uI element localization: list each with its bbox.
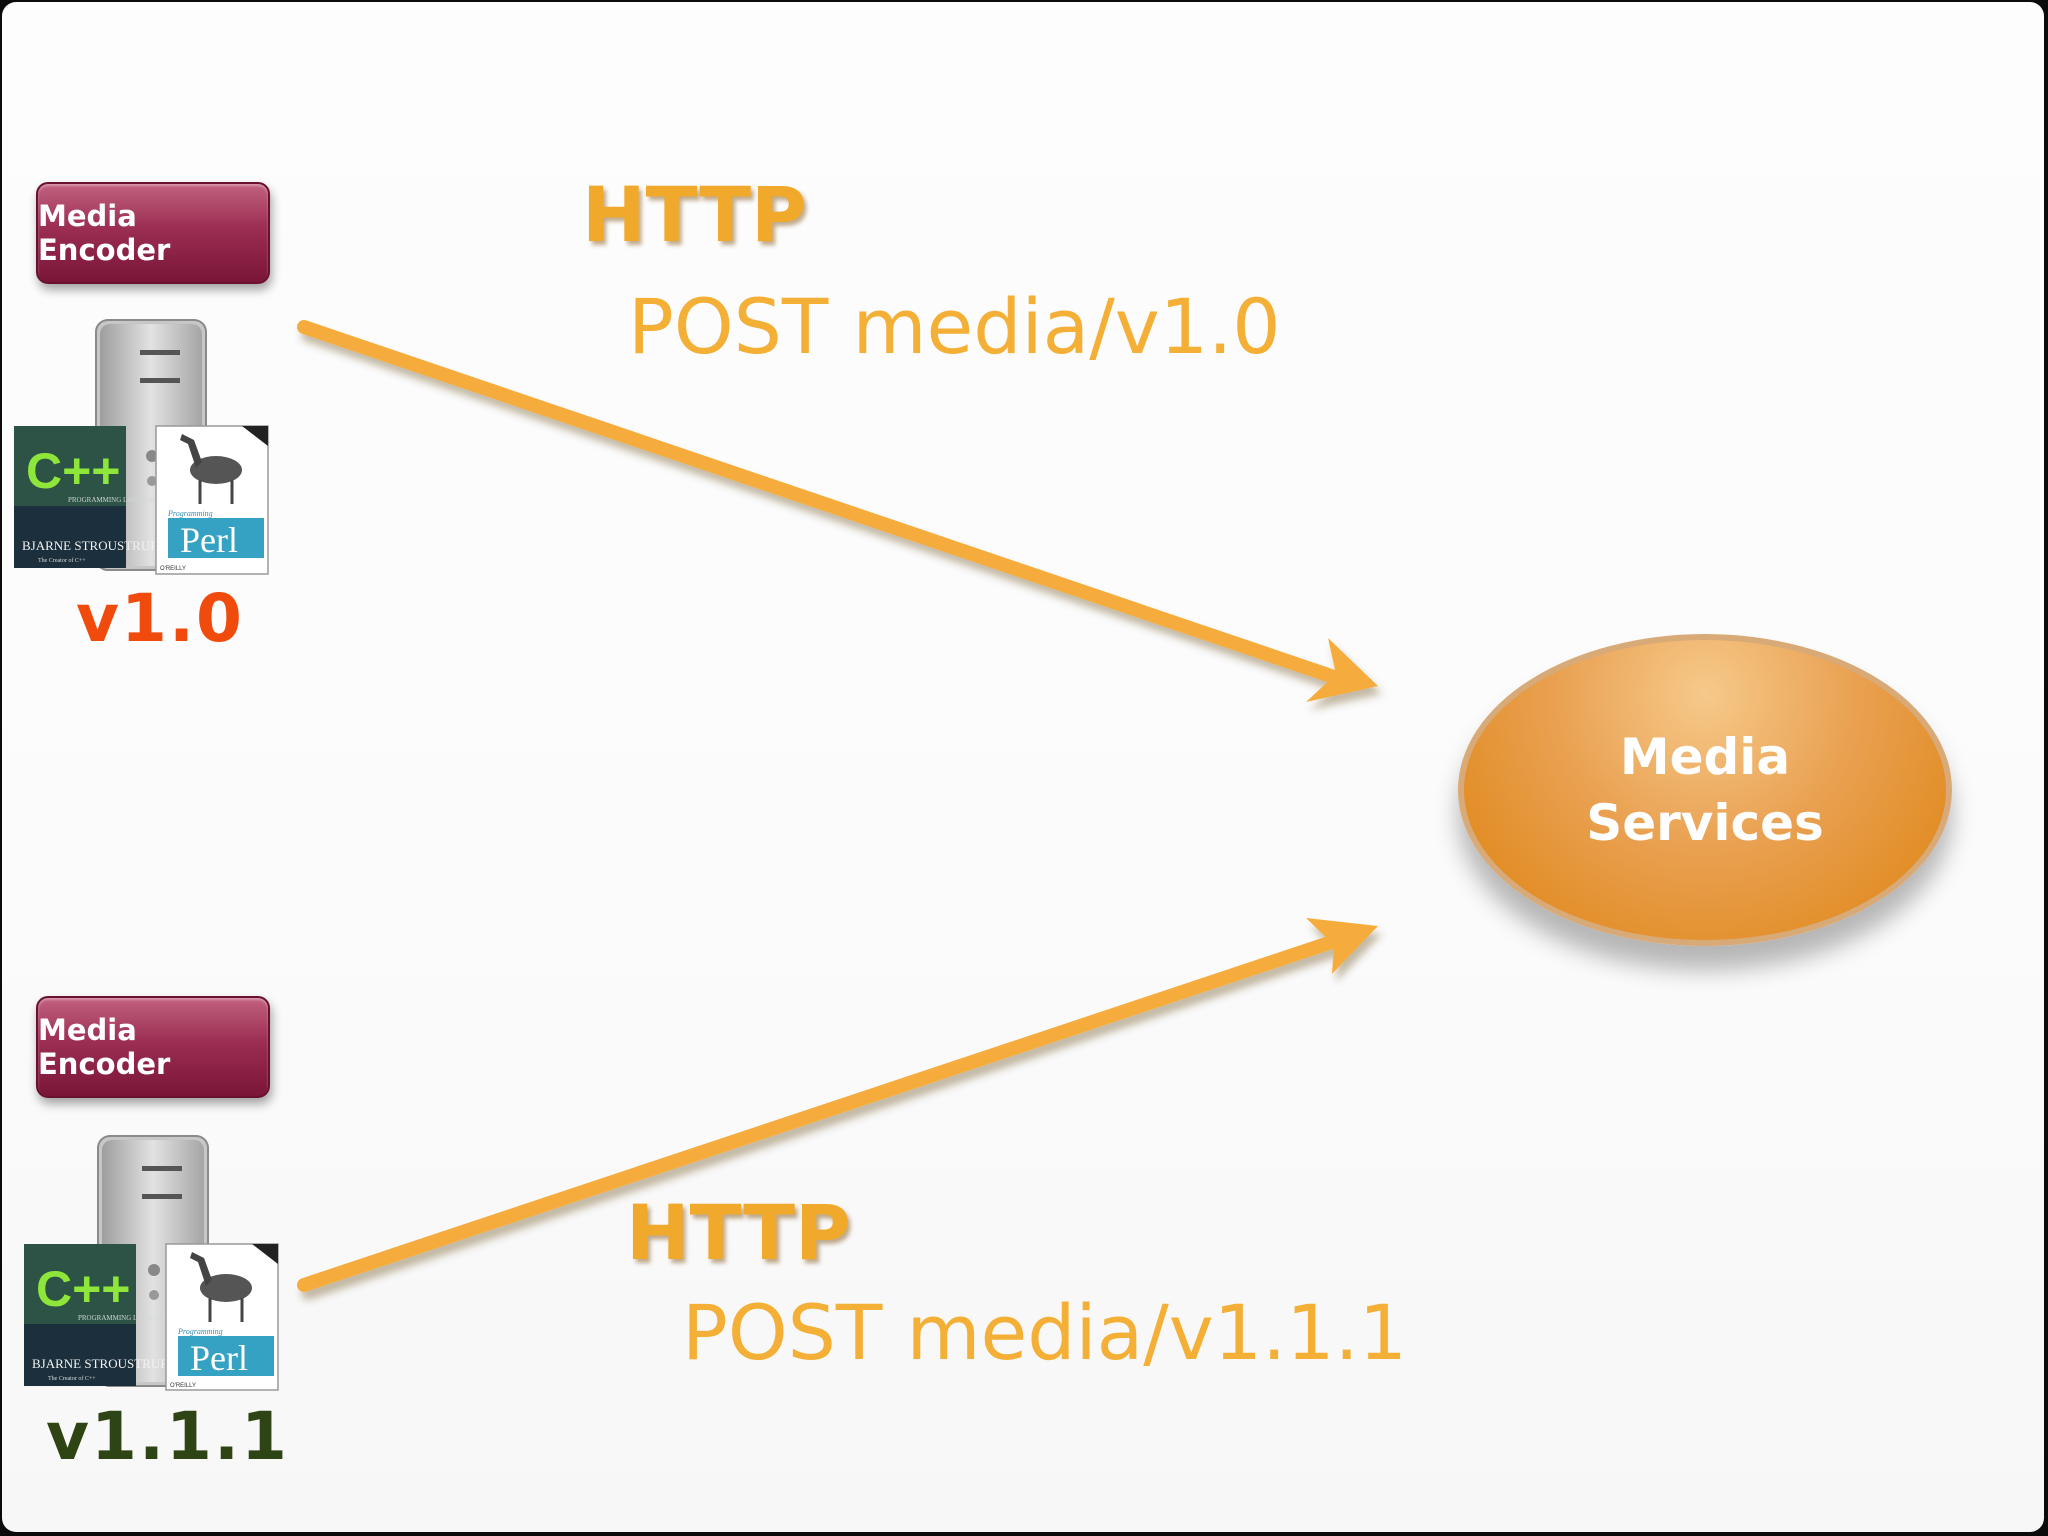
cpp-book-subtitle: PROGRAMMING LANGUAGE (78, 1314, 172, 1322)
post-request-top: POST media/v1.0 (628, 282, 1281, 371)
cpp-book-author: BJARNE STROUSTRUP (22, 538, 157, 553)
version-top-text: v1.0 (76, 580, 244, 657)
protocol-bottom-text: HTTP (626, 1188, 851, 1277)
version-label-bottom: v1.1.1 (46, 1398, 289, 1475)
media-services-label: Media Services (1586, 728, 1824, 852)
perl-book-icon: Programming Perl O'REILLY (155, 425, 269, 575)
cpp-book-icon: C++ PROGRAMMING LANGUAGE BJARNE STROUSTR… (14, 426, 162, 568)
cpp-book-author: BJARNE STROUSTRUP (32, 1356, 167, 1371)
cpp-book-icon: C++ PROGRAMMING LANGUAGE BJARNE STROUSTR… (24, 1244, 172, 1386)
media-encoder-badge-top: Media Encoder (36, 182, 270, 284)
request-bottom-text: POST media/v1.1.1 (682, 1288, 1408, 1377)
protocol-top-text: HTTP (582, 170, 807, 259)
perl-book-title: Perl (180, 520, 238, 560)
version-label-top: v1.0 (76, 580, 244, 657)
http-label-bottom: HTTP (626, 1188, 851, 1277)
post-request-bottom: POST media/v1.1.1 (682, 1288, 1407, 1377)
arrow-bottom-icon (297, 918, 1378, 1292)
perl-book-icon: Programming Perl O'REILLY (165, 1243, 279, 1391)
cpp-book-tag: The Creator of C++ (38, 557, 86, 564)
cpp-book-title: C++ (26, 443, 121, 499)
media-services-node: Media Services (1458, 634, 1952, 946)
media-encoder-label: Media Encoder (38, 1013, 171, 1081)
perl-book-kicker: Programming (167, 509, 213, 518)
cpp-book-subtitle: PROGRAMMING LANGUAGE (68, 496, 162, 504)
encoder-machine-top: C++ PROGRAMMING LANGUAGE BJARNE STROUSTR… (14, 319, 269, 575)
request-top-text: POST media/v1.0 (628, 282, 1281, 371)
http-label-top: HTTP (582, 170, 807, 259)
media-encoder-label: Media Encoder (38, 199, 171, 267)
encoder-machine-bottom: C++ PROGRAMMING LANGUAGE BJARNE STROUSTR… (24, 1135, 279, 1391)
version-bottom-text: v1.1.1 (46, 1398, 289, 1475)
cpp-book-tag: The Creator of C++ (48, 1375, 96, 1382)
perl-book-title: Perl (190, 1338, 248, 1378)
perl-book-kicker: Programming (177, 1327, 223, 1336)
media-encoder-badge-bottom: Media Encoder (36, 996, 270, 1098)
perl-book-publisher: O'REILLY (170, 1383, 196, 1389)
cpp-book-title: C++ (36, 1261, 131, 1317)
perl-book-publisher: O'REILLY (160, 566, 186, 572)
arrow-top-icon (297, 320, 1378, 702)
